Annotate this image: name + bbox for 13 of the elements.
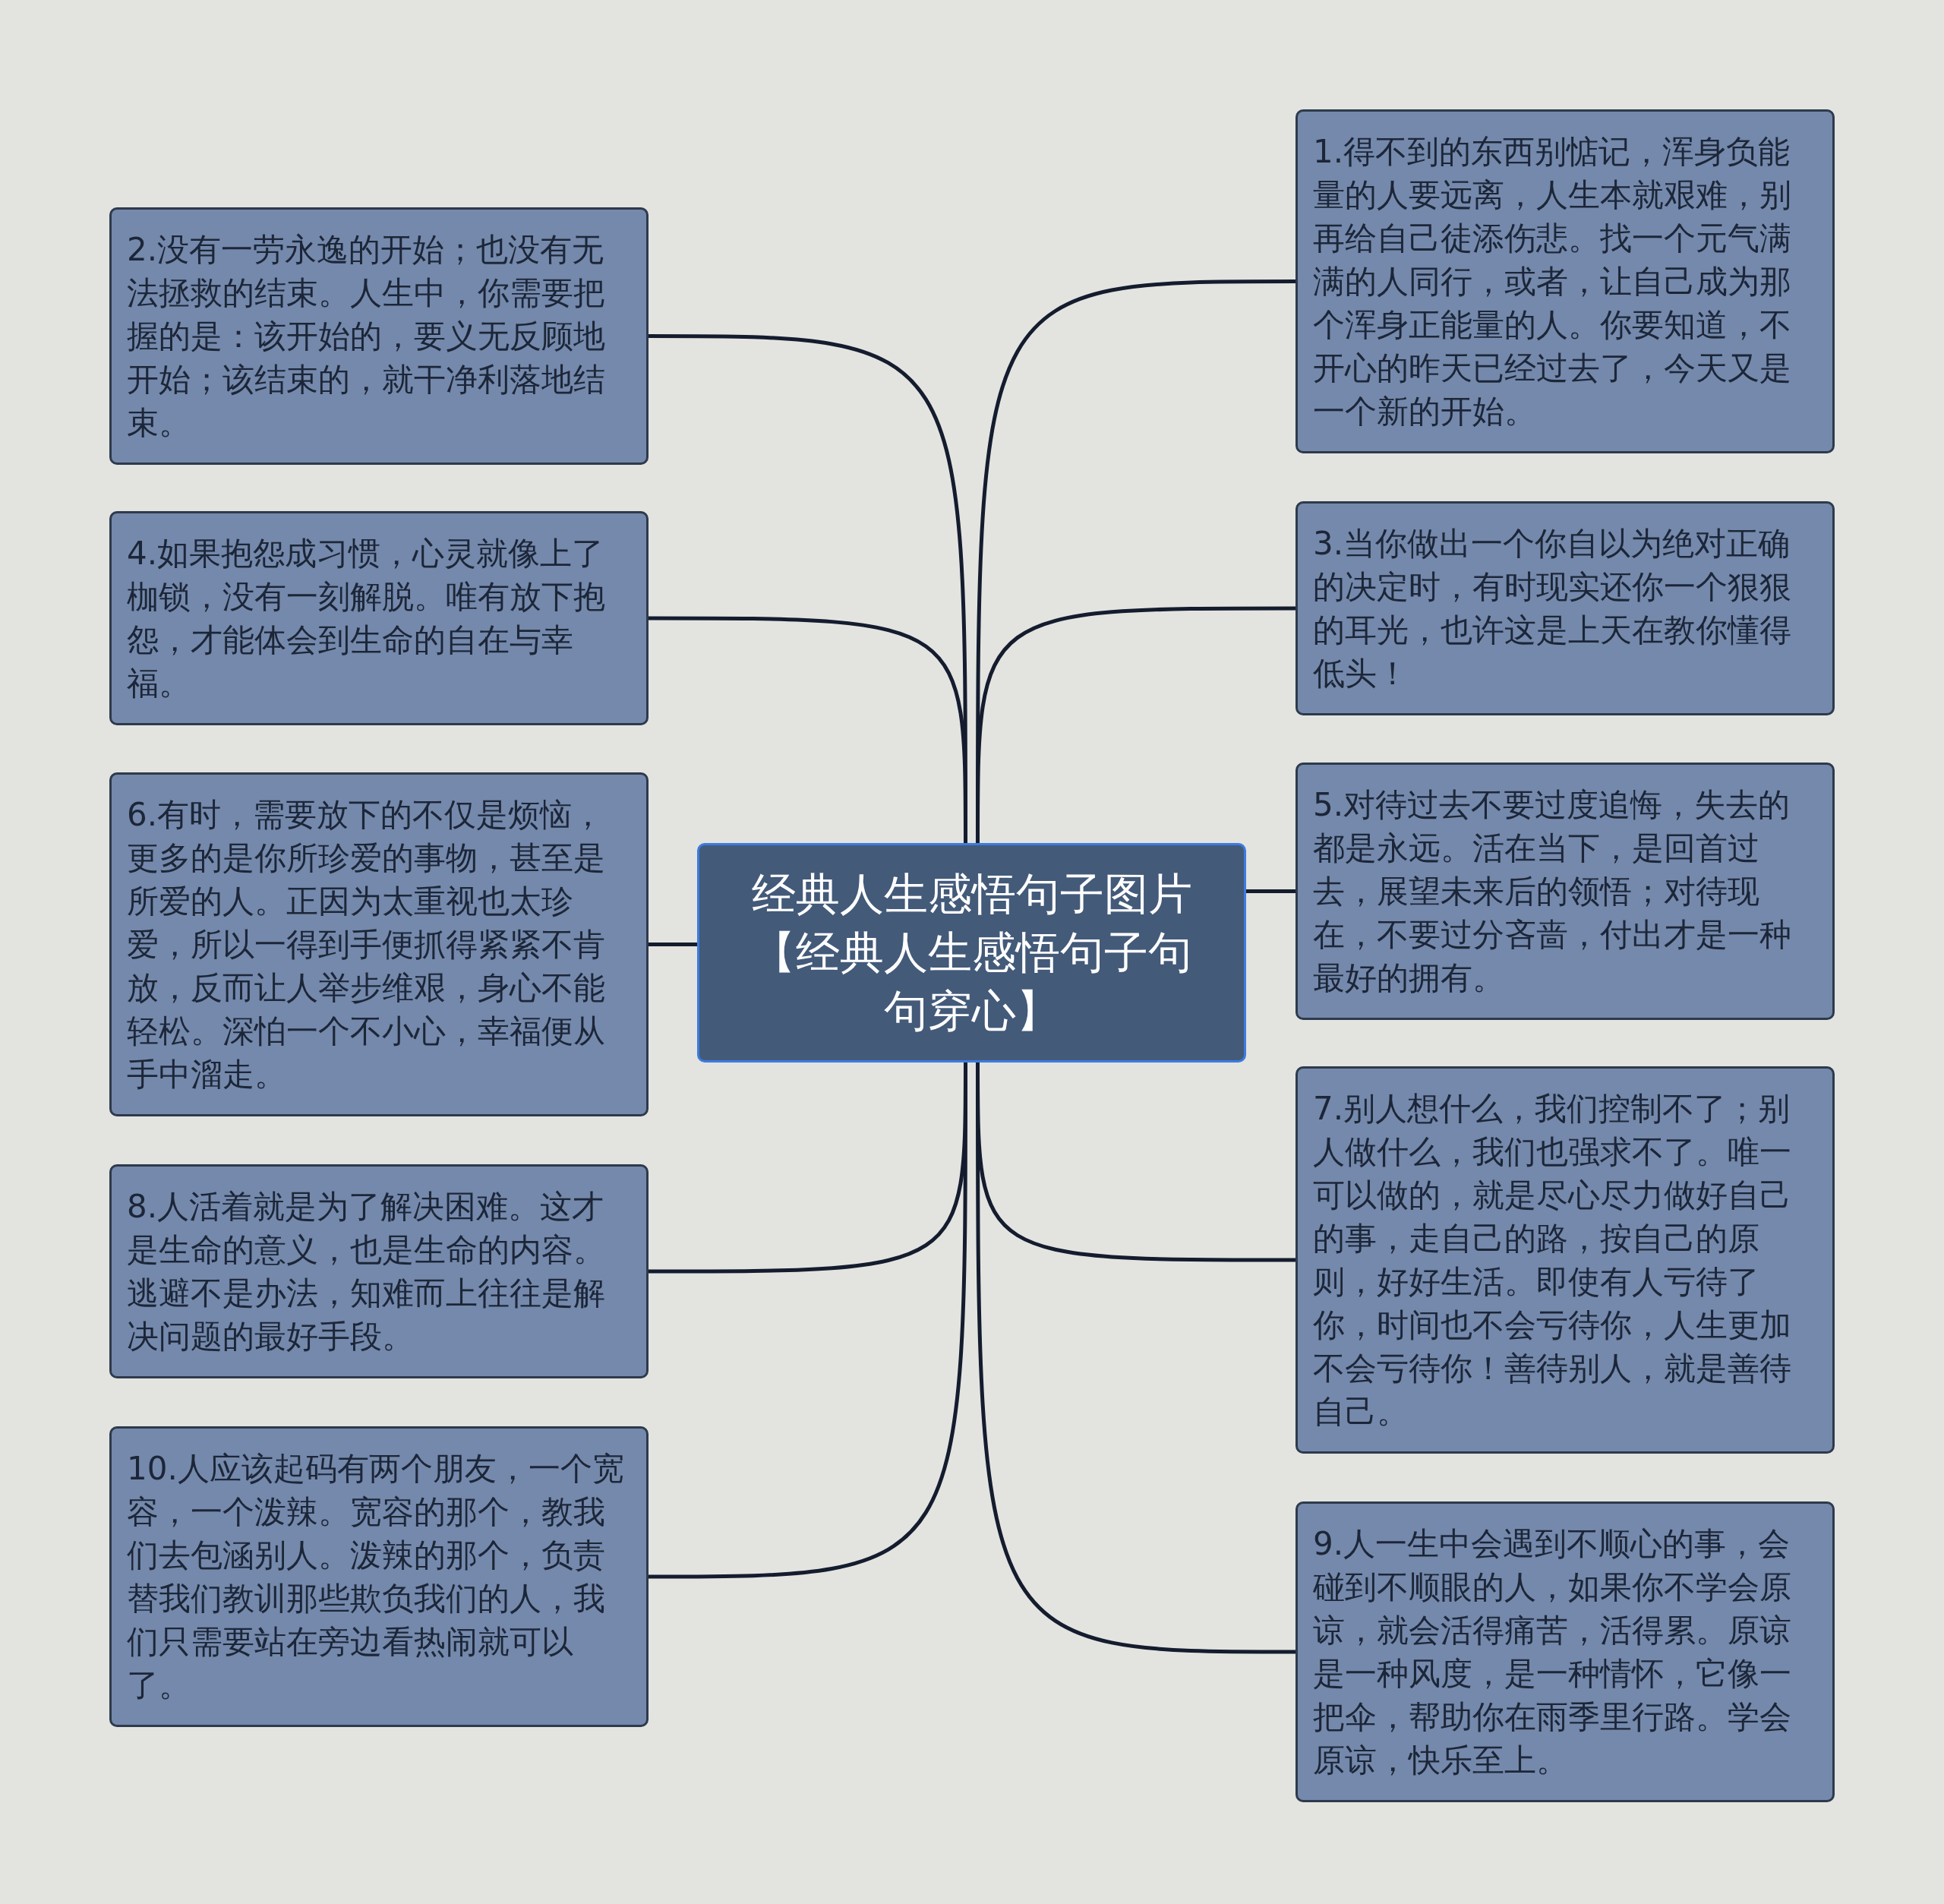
quote-card: 1.得不到的东西别惦记，浑身负能量的人要远离，人生本就艰难，别再给自己徒添伤悲。找一个元气满满的人同行，或者，让自己成为那个浑身正能量的人。你要知道，不开心的昨天已经过去了，今天又是一个新的开始。 bbox=[1295, 109, 1835, 453]
quote-card: 4.如果抱怨成习惯，心灵就像上了枷锁，没有一刻解脱。唯有放下抱怨，才能体会到生命的自在与幸福。 bbox=[109, 511, 649, 725]
quote-card: 8.人活着就是为了解决困难。这才是生命的意义，也是生命的内容。逃避不是办法，知难而上往往是解决问题的最好手段。 bbox=[109, 1164, 649, 1378]
quote-card: 2.没有一劳永逸的开始；也没有无法拯救的结束。人生中，你需要把握的是：该开始的，要义无反顾地开始；该结束的，就干净利落地结束。 bbox=[109, 207, 649, 465]
quote-card: 10.人应该起码有两个朋友，一个宽容，一个泼辣。宽容的那个，教我们去包涵别人。泼辣的那个，负责替我们教训那些欺负我们的人，我们只需要站在旁边看热闹就可以了。 bbox=[109, 1426, 649, 1727]
quote-card: 3.当你做出一个你自以为绝对正确的决定时，有时现实还你一个狠狠的耳光，也许这是上天在教你懂得低头！ bbox=[1295, 501, 1835, 715]
connector-line bbox=[1246, 889, 1295, 893]
quote-card: 7.别人想什么，我们控制不了；别人做什么，我们也强求不了。唯一可以做的，就是尽心尽力做好自己的事，走自己的路，按自己的原则，好好生活。即使有人亏待了你，时间也不会亏待你，人生更加不会亏待你！善待别人，就是善待自己。 bbox=[1295, 1066, 1835, 1454]
quote-card: 5.对待过去不要过度追悔，失去的都是永远。活在当下，是回首过去，展望未来后的领悟；对待现在，不要过分吝啬，付出才是一种最好的拥有。 bbox=[1295, 763, 1835, 1020]
quote-card: 9.人一生中会遇到不顺心的事，会碰到不顺眼的人，如果你不学会原谅，就会活得痛苦，活得累。原谅是一种风度，是一种情怀，它像一把伞，帮助你在雨季里行路。学会原谅，快乐至上。 bbox=[1295, 1501, 1835, 1802]
connector-line bbox=[649, 943, 697, 946]
central-topic-box: 经典人生感悟句子图片【经典人生感悟句子句句穿心】 bbox=[697, 843, 1246, 1063]
quote-card: 6.有时，需要放下的不仅是烦恼，更多的是你所珍爱的事物，甚至是所爱的人。正因为太重视也太珍爱，所以一得到手便抓得紧紧不肯放，反而让人举步维艰，身心不能轻松。深怕一个不小心，幸福便从手中溜走。 bbox=[109, 772, 649, 1116]
